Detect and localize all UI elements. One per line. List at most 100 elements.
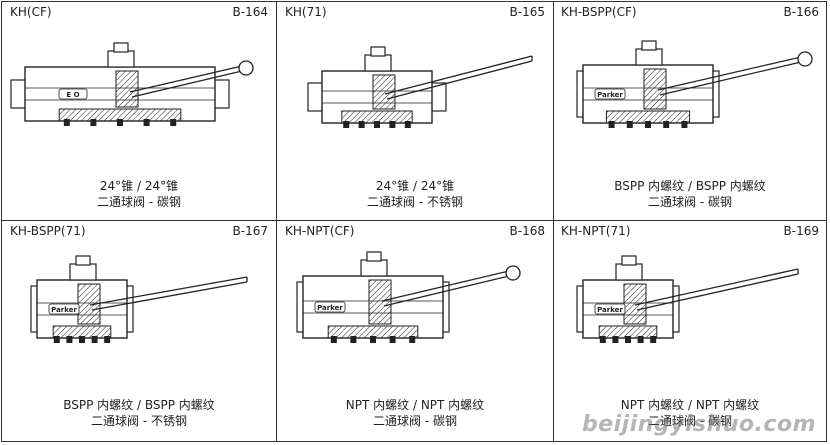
bolt-head: [650, 336, 657, 343]
bolt-head: [374, 121, 380, 128]
grid-divider-v2: [553, 2, 554, 441]
grid-divider-v1: [276, 2, 277, 441]
material-description: 二通球阀 - 碳钢: [648, 414, 732, 428]
handle-bottom-edge: [636, 273, 799, 311]
ball-cutaway: [115, 70, 139, 108]
stem-nut: [75, 255, 91, 266]
badge-plate: [48, 303, 80, 315]
ball-cutaway: [643, 68, 667, 110]
handle-bottom-edge: [383, 275, 510, 307]
connection-description: NPT 内螺纹 / NPT 内螺纹: [345, 398, 485, 412]
page-reference: B-165: [509, 5, 545, 19]
handle-top-edge: [89, 276, 248, 306]
bolt-head: [389, 121, 396, 128]
bolt-head: [350, 336, 357, 343]
ball-cutaway: [623, 283, 647, 325]
product-code: KH-BSPP(71): [10, 224, 86, 238]
bolt-head: [90, 119, 97, 126]
grid-divider-h: [2, 220, 826, 221]
connection-description: 24°锥 / 24°锥: [99, 179, 179, 193]
valve-illustration: Parker: [30, 255, 248, 343]
valve-drawing: Parker: [296, 251, 521, 343]
handle-bottom-edge: [386, 60, 533, 100]
page-reference: B-164: [232, 5, 268, 19]
stem-nut: [370, 46, 386, 57]
bolt-head: [409, 336, 416, 343]
valve-illustration: Parker: [576, 255, 799, 343]
connection-description: BSPP 内螺纹 / BSPP 内螺纹: [63, 398, 215, 412]
page-reference: B-169: [783, 224, 819, 238]
valve-stem: [69, 263, 97, 281]
material-description: 二通球阀 - 碳钢: [648, 195, 732, 209]
stem-nut: [621, 255, 637, 266]
handle-top-edge: [657, 56, 802, 91]
badge-plate: [314, 301, 346, 313]
bolt-head: [66, 336, 73, 343]
handle-bottom-edge: [131, 70, 243, 98]
handle-knob: [505, 265, 521, 281]
bolt-head: [53, 336, 60, 343]
bolt-head: [370, 336, 376, 343]
valve-stem: [615, 263, 643, 281]
handle-top-edge: [384, 55, 533, 95]
valve-illustration: [307, 46, 533, 128]
material-description: 二通球阀 - 碳钢: [373, 414, 457, 428]
page-reference: B-167: [232, 224, 268, 238]
bolt-head: [645, 121, 651, 128]
page-reference: B-166: [783, 5, 819, 19]
bolt-head: [681, 121, 688, 128]
product-code: KH(71): [285, 5, 327, 19]
handle-knob: [238, 60, 254, 76]
handle-top-edge: [381, 270, 510, 302]
product-code: KH-BSPP(CF): [561, 5, 637, 19]
badge-text: Parker: [597, 91, 623, 99]
valve-drawing: [307, 46, 533, 128]
valve-drawing: Parker: [576, 255, 799, 343]
bolt-head: [330, 336, 337, 343]
bolt-head: [143, 119, 150, 126]
badge-text: Parker: [51, 306, 77, 314]
bolt-head: [404, 121, 411, 128]
bolt-head: [170, 119, 177, 126]
badge-text: Parker: [317, 304, 343, 312]
bolt-head: [104, 336, 111, 343]
material-description: 二通球阀 - 不锈钢: [367, 195, 463, 209]
bolt-head: [626, 121, 633, 128]
stem-nut: [113, 42, 129, 53]
connection-description: BSPP 内螺纹 / BSPP 内螺纹: [614, 179, 766, 193]
product-code: KH-NPT(71): [561, 224, 631, 238]
material-description: 二通球阀 - 不锈钢: [91, 414, 187, 428]
ball-cutaway: [368, 279, 392, 325]
connection-description: NPT 内螺纹 / NPT 内螺纹: [620, 398, 760, 412]
bolt-head: [117, 119, 123, 126]
bolt-head: [389, 336, 396, 343]
bolt-head: [637, 336, 644, 343]
bolt-head: [663, 121, 670, 128]
connection-description: 24°锥 / 24°锥: [375, 179, 455, 193]
material-description: 二通球阀 - 碳钢: [97, 195, 181, 209]
badge-plate: [594, 88, 626, 100]
valve-illustration: Parker: [296, 251, 521, 343]
valve-drawing: Parker: [30, 255, 248, 343]
bolt-head: [343, 121, 350, 128]
valve-stem: [360, 259, 388, 277]
bolt-head: [63, 119, 70, 126]
bolt-head: [625, 336, 631, 343]
badge-plate: [594, 303, 626, 315]
badge-plate: [58, 88, 88, 100]
valve-drawing: E O: [10, 42, 254, 126]
handle-top-edge: [634, 268, 799, 306]
stem-nut: [641, 40, 657, 51]
watermark: beijingyishuo.com: [581, 412, 816, 437]
valve-illustration: E O: [10, 42, 254, 126]
valve-stem: [364, 54, 392, 72]
valve-illustration: Parker: [576, 40, 813, 128]
bolt-head: [358, 121, 365, 128]
product-code: KH-NPT(CF): [285, 224, 355, 238]
badge-text: E O: [66, 91, 79, 99]
